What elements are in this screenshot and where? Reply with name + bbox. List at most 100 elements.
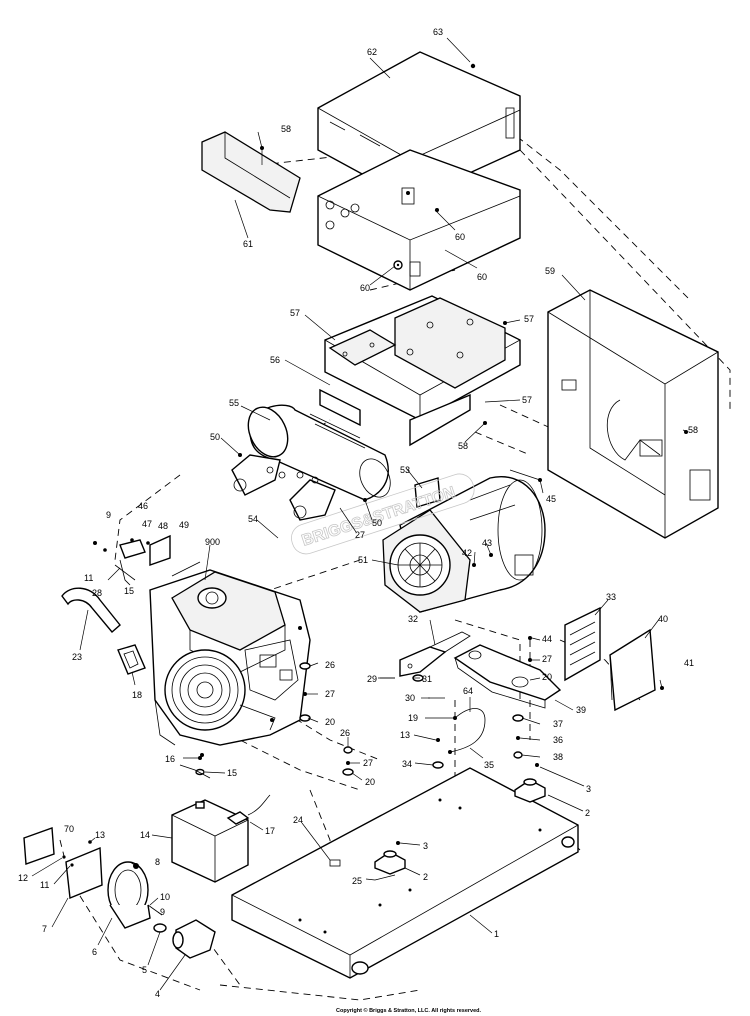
callout-2: 2 (423, 872, 428, 882)
enclosure-59 (547, 289, 719, 539)
callout-44: 44 (542, 634, 552, 644)
bracket-32 (399, 631, 471, 677)
callout-50: 50 (372, 518, 382, 528)
bracket-46-49 (93, 534, 171, 586)
shield-56 (319, 295, 521, 447)
callout-33: 33 (606, 592, 616, 602)
callout-36: 36 (553, 735, 563, 745)
copyright-notice: Copyright © Briggs & Stratton, LLC. All … (336, 1007, 482, 1014)
valve-4 (153, 919, 216, 959)
callout-34: 34 (402, 759, 412, 769)
callout-39: 39 (576, 705, 586, 715)
callout-15: 15 (227, 768, 237, 778)
callout-14: 14 (140, 830, 150, 840)
callout-58: 58 (458, 441, 468, 451)
cover-40 (609, 628, 664, 712)
callout-49: 49 (179, 520, 189, 530)
callout-47: 47 (142, 519, 152, 529)
muffler-55 (231, 404, 391, 521)
callout-10: 10 (160, 892, 170, 902)
callout-46: 46 (138, 501, 148, 511)
callout-57: 57 (524, 314, 534, 324)
fasteners-top (393, 63, 476, 270)
callout-70: 70 (64, 824, 74, 834)
battery-14 (171, 794, 271, 883)
callout-3: 3 (586, 784, 591, 794)
callout-56: 56 (270, 355, 280, 365)
callout-26: 26 (340, 728, 350, 738)
callout-64: 64 (463, 686, 473, 696)
callout-60: 60 (455, 232, 465, 242)
callout-54: 54 (248, 514, 258, 524)
callout-23: 23 (72, 652, 82, 662)
callout-63: 63 (433, 27, 443, 37)
hose-23 (61, 587, 121, 633)
callout-30: 30 (405, 693, 415, 703)
callout-2: 2 (585, 808, 590, 818)
callout-11: 11 (40, 880, 49, 890)
callout-24: 24 (293, 815, 303, 825)
callout-20: 20 (365, 777, 375, 787)
ground-cable-35 (448, 708, 486, 754)
callout-27: 27 (363, 758, 373, 768)
callout-40: 40 (658, 614, 668, 624)
callout-27: 27 (325, 689, 335, 699)
gasket-18 (117, 644, 146, 675)
callout-41: 41 (684, 658, 694, 668)
callout-27: 27 (355, 530, 365, 540)
callout-51: 51 (358, 555, 368, 565)
end-cap-61 (201, 131, 301, 213)
callout-9: 9 (160, 907, 165, 917)
callout-50: 50 (210, 432, 220, 442)
base-frame-1 (231, 767, 579, 979)
callout-32: 32 (408, 614, 418, 624)
callout-12: 12 (18, 873, 28, 883)
plate-7-70 (23, 827, 103, 899)
callout-19: 19 (408, 713, 418, 723)
callout-28: 28 (92, 588, 102, 598)
callout-53: 53 (400, 465, 410, 475)
callout-5: 5 (142, 965, 147, 975)
callout-27: 27 (542, 654, 552, 664)
alternator-51 (382, 469, 546, 613)
side-panel-60 (317, 149, 521, 291)
callout-48: 48 (158, 521, 168, 531)
callout-7: 7 (42, 924, 47, 934)
callout-61: 61 (243, 239, 253, 249)
callout-38: 38 (553, 752, 563, 762)
callout-29: 29 (367, 674, 377, 684)
callout-55: 55 (229, 398, 239, 408)
hardware-stacks (195, 636, 539, 776)
callout-20: 20 (325, 717, 335, 727)
callout-58: 58 (688, 425, 698, 435)
callout-labels: 63 62 58 61 60 60 60 59 57 57 57 56 55 5… (18, 27, 698, 999)
callout-1: 1 (494, 929, 499, 939)
callout-35: 35 (484, 760, 494, 770)
callout-leaders (31, 37, 689, 991)
bracket-39 (453, 644, 562, 709)
callout-18: 18 (132, 690, 142, 700)
callout-8: 8 (155, 857, 160, 867)
callout-43: 43 (482, 538, 492, 548)
callout-60: 60 (360, 283, 370, 293)
callout-20: 20 (542, 672, 552, 682)
callout-60: 60 (477, 272, 487, 282)
callout-25: 25 (352, 876, 362, 886)
callout-15: 15 (124, 586, 134, 596)
callout-26: 26 (325, 660, 335, 670)
callout-4: 4 (155, 989, 160, 999)
callout-13: 13 (95, 830, 105, 840)
engine-900 (149, 561, 311, 746)
callout-57: 57 (290, 308, 300, 318)
callout-37: 37 (553, 719, 563, 729)
callout-6: 6 (92, 947, 97, 957)
regulator-6 (107, 861, 163, 929)
callout-900: 900 (205, 537, 220, 547)
fittings-16 (179, 753, 211, 779)
callout-45: 45 (546, 494, 556, 504)
callout-31: 31 (422, 674, 432, 684)
callout-17: 17 (265, 826, 275, 836)
callout-62: 62 (367, 47, 377, 57)
callout-11: 11 (84, 573, 93, 583)
